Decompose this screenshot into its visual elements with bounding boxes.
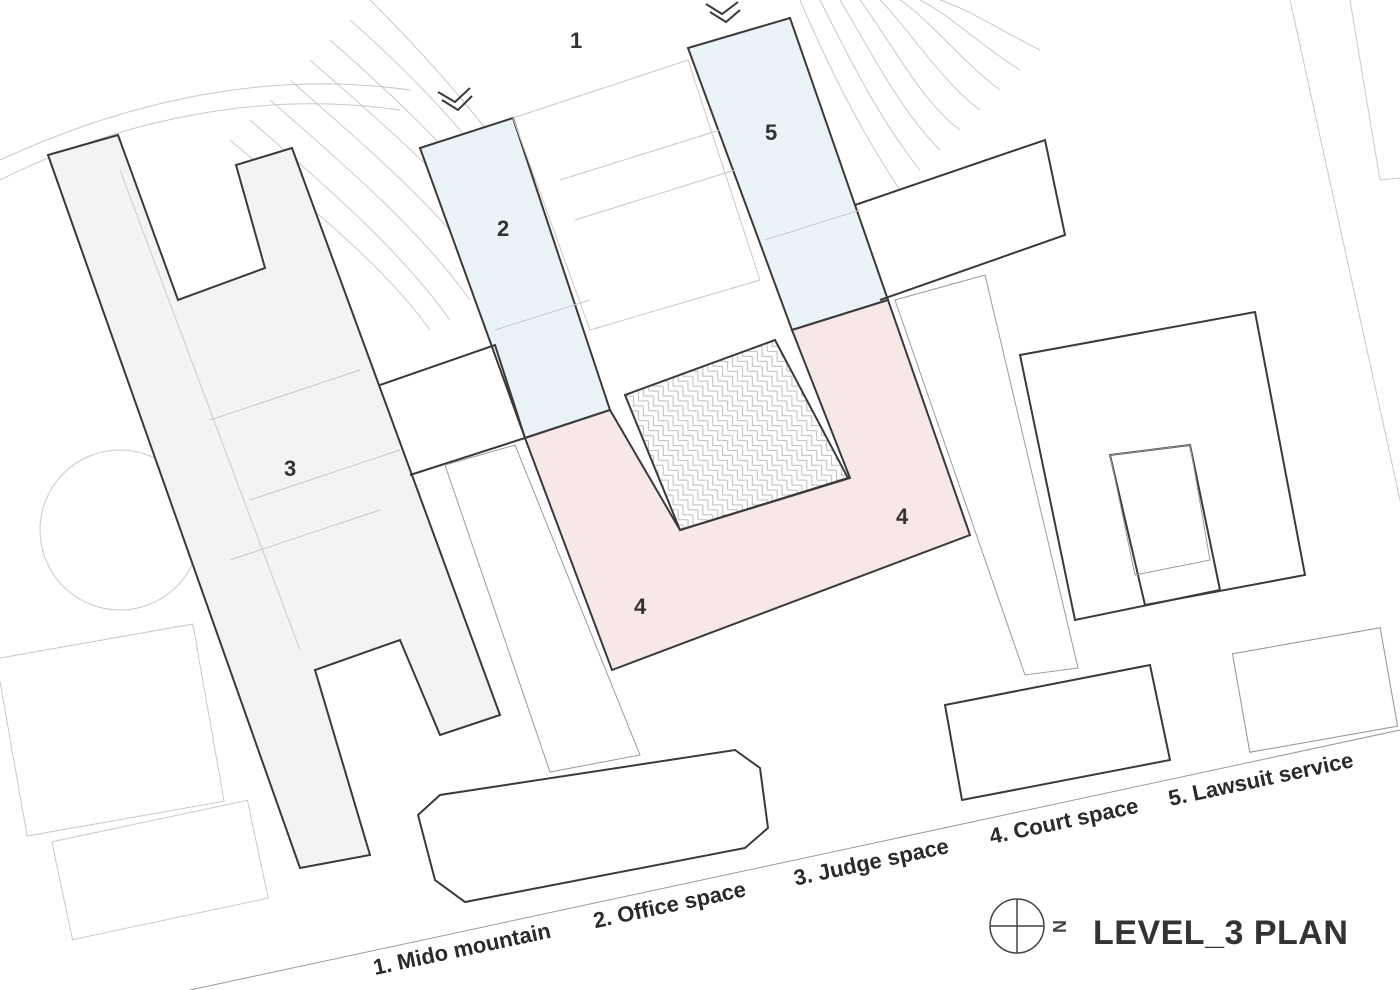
zone-number-lawsuit: 5 [765,120,777,145]
bridges [379,138,1067,476]
zone-number-court-south: 4 [634,594,647,619]
east-building [1018,310,1307,622]
judge-building-outline [46,133,502,870]
plan-title: LEVEL_3 PLAN [1093,914,1348,952]
legend-item-judge: 3. Judge space [791,833,951,890]
central-stair-block [512,59,761,331]
entrance-arrows [437,1,741,112]
zone-number-judge: 3 [284,456,296,481]
south-building-right [943,663,1172,802]
court-area-outline [523,298,972,672]
office-wing-outline [418,116,612,440]
north-label: N [1050,920,1070,933]
zone-number-mountain: 1 [570,28,582,53]
zone-number-court-east: 4 [896,504,909,529]
paved-courtyards [444,274,1079,773]
legend-item-mountain: 1. Mido mountain [371,918,553,980]
legend-item-court: 4. Court space [987,793,1140,849]
judge-building [46,133,502,870]
lawsuit-wing-outline [686,16,890,332]
central-atrium [623,338,850,532]
context-blocks [0,449,1399,941]
north-arrow-icon: N [989,898,1070,954]
legend-item-office: 2. Office space [591,876,748,933]
court-area [523,298,972,672]
zone-number-office: 2 [497,216,509,241]
terrain-contours [0,0,1041,331]
office-wing [418,116,612,440]
legend-item-lawsuit: 5. Lawsuit service [1166,747,1355,811]
south-building-left [416,748,770,904]
lawsuit-wing [686,16,890,332]
road-lines [189,0,1400,990]
